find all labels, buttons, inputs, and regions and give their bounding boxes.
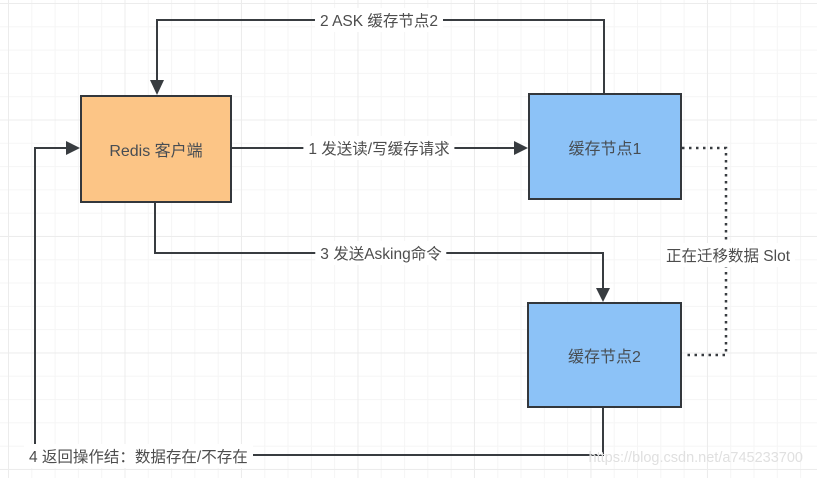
node-cache-node-2-label: 缓存节点2 [568,349,641,366]
edge-label-migrating: 正在迁移数据 Slot [660,243,796,267]
edge-ask-arrowhead [150,80,164,95]
edge-result-arrowhead [66,141,80,155]
watermark: https://blog.csdn.net/a745233700 [588,450,803,466]
node-redis-client: Redis 客户端 [80,95,232,203]
edge-asking-arrowhead [596,288,610,302]
edge-label-ask: 2 ASK 缓存节点2 [314,8,444,32]
edge-label-request: 1 发送读/写缓存请求 [303,136,455,160]
edge-label-result: 4 返回操作结：数据存在/不存在 [24,444,253,468]
node-cache-node-1: 缓存节点1 [528,93,682,200]
edge-request-arrowhead [514,141,528,155]
edge-label-asking: 3 发送Asking命令 [315,241,447,265]
node-cache-node-2: 缓存节点2 [527,302,682,408]
node-cache-node-1-label: 缓存节点1 [568,140,642,158]
node-redis-client-label: Redis 客户端 [109,143,203,160]
